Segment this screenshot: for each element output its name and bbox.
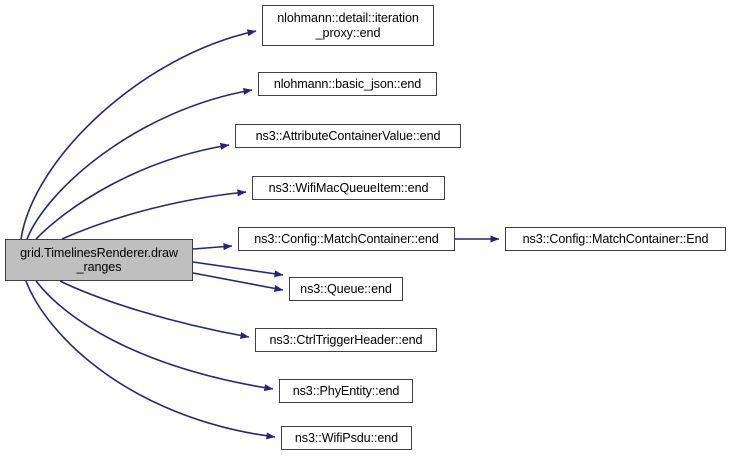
node-label: ns3::PhyEntity::end [292, 383, 400, 398]
edge-src-to-ns3-wifipsdu-end [25, 280, 276, 440]
node-label: ns3::Queue::end [300, 281, 392, 296]
edge-src-to-ns3-ctrltriggerheader-end [59, 280, 250, 339]
edge-src-to-ns3-config-matchcontainer-end [192, 243, 233, 251]
node-label: nlohmann::basic_json::end [273, 76, 422, 91]
edge-src-to-ns3-config-matchcontainer-end-lower [192, 261, 284, 278]
node-label: ns3::Config::MatchContainer::End [522, 231, 709, 246]
node-ns3-wifipsdu-end[interactable]: ns3::WifiPsdu::end [281, 426, 412, 450]
node-ns3-attributecontainervalue-end[interactable]: ns3::AttributeContainerValue::end [235, 124, 461, 148]
node-label: grid.TimelinesRenderer.draw _ranges [20, 245, 178, 275]
node-nlohmann-detail-iteration-proxy-end[interactable]: nlohmann::detail::iteration _proxy::end [262, 5, 434, 46]
edge-src-to-ns3-attributecontainervalue-end [35, 142, 230, 240]
node-ns3-phyentity-end[interactable]: ns3::PhyEntity::end [279, 379, 413, 403]
node-ns3-queue-end[interactable]: ns3::Queue::end [289, 277, 403, 301]
node-label: ns3::AttributeContainerValue::end [255, 128, 441, 143]
node-label: ns3::WifiPsdu::end [294, 430, 399, 445]
edge-src-to-ns3-queue-end [192, 272, 284, 292]
edge-src-to-ns3-phyentity-end [35, 280, 274, 392]
node-ns3-ctrltriggerheader-end[interactable]: ns3::CtrlTriggerHeader::end [255, 328, 437, 352]
node-nlohmann-basic-json-end[interactable]: nlohmann::basic_json::end [258, 72, 437, 96]
node-label: ns3::CtrlTriggerHeader::end [269, 332, 423, 347]
node-ns3-config-matchcontainer-end[interactable]: ns3::Config::MatchContainer::end [238, 227, 455, 251]
edge-src-to-nlohmann-detail-iteration-proxy-end [20, 29, 257, 240]
edge-src-to-ns3-wifimacqueueitem-end [61, 189, 247, 240]
node-label: nlohmann::detail::iteration _proxy::end [277, 11, 419, 40]
node-ns3-wifimacqueueitem-end[interactable]: ns3::WifiMacQueueItem::end [252, 176, 445, 200]
node-ns3-config-matchcontainer-End[interactable]: ns3::Config::MatchContainer::End [505, 227, 726, 251]
node-label: ns3::Config::MatchContainer::end [254, 231, 439, 246]
edge-src-to-nlohmann-basic-json-end [26, 88, 253, 240]
node-grid-timelinesrenderer-draw-ranges[interactable]: grid.TimelinesRenderer.draw _ranges [5, 239, 193, 281]
node-label: ns3::WifiMacQueueItem::end [268, 180, 429, 195]
